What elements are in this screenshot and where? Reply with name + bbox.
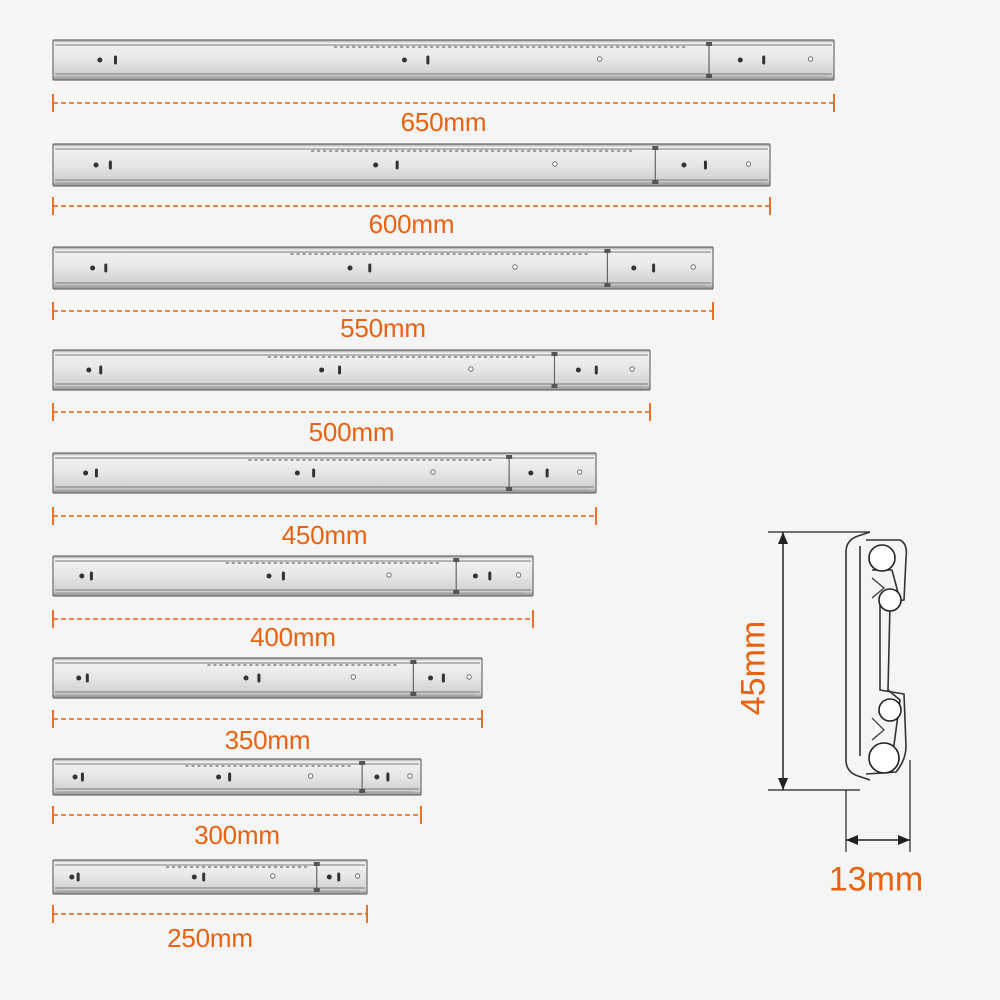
rail-length-label: 250mm <box>167 923 253 953</box>
rail-length-label: 300mm <box>194 820 280 850</box>
length-dimension-line <box>52 905 368 923</box>
width-arrow-left <box>846 835 858 845</box>
length-dimension-line <box>52 710 483 728</box>
rail-length-label: 350mm <box>224 725 311 755</box>
height-arrow-top <box>778 532 788 544</box>
profile-height-label: 45mm <box>734 620 773 716</box>
rail-length-label: 400mm <box>250 622 336 652</box>
drawer-slide-rail <box>52 39 835 81</box>
drawer-slide-rail <box>52 246 714 290</box>
ball-bearings <box>868 544 902 774</box>
length-dimension-line <box>52 806 422 824</box>
length-dimension-line <box>52 302 714 320</box>
drawer-slide-rail <box>52 657 483 699</box>
rail-length-label: 450mm <box>281 520 368 550</box>
drawer-slide-rail <box>52 452 597 494</box>
rail-length-label: 550mm <box>340 313 426 343</box>
length-dimension-line <box>52 197 771 215</box>
drawer-slide-rail <box>52 758 422 796</box>
length-dimension-line <box>52 610 534 628</box>
length-dimension-line <box>52 403 651 421</box>
drawer-slide-rail <box>52 349 651 391</box>
length-dimension-line <box>52 94 835 112</box>
rail-length-label: 600mm <box>368 209 455 239</box>
height-arrow-bottom <box>778 778 788 790</box>
profile-cross-section <box>768 531 911 852</box>
length-dimension-line <box>52 507 597 525</box>
rail-length-label: 650mm <box>400 107 487 137</box>
width-arrow-right <box>898 835 910 845</box>
drawer-slide-rail <box>52 555 534 597</box>
profile-width-label: 13mm <box>828 860 924 899</box>
rail-length-label: 500mm <box>308 417 395 447</box>
drawer-slide-rail <box>52 859 368 895</box>
drawer-slide-rail <box>52 143 771 187</box>
